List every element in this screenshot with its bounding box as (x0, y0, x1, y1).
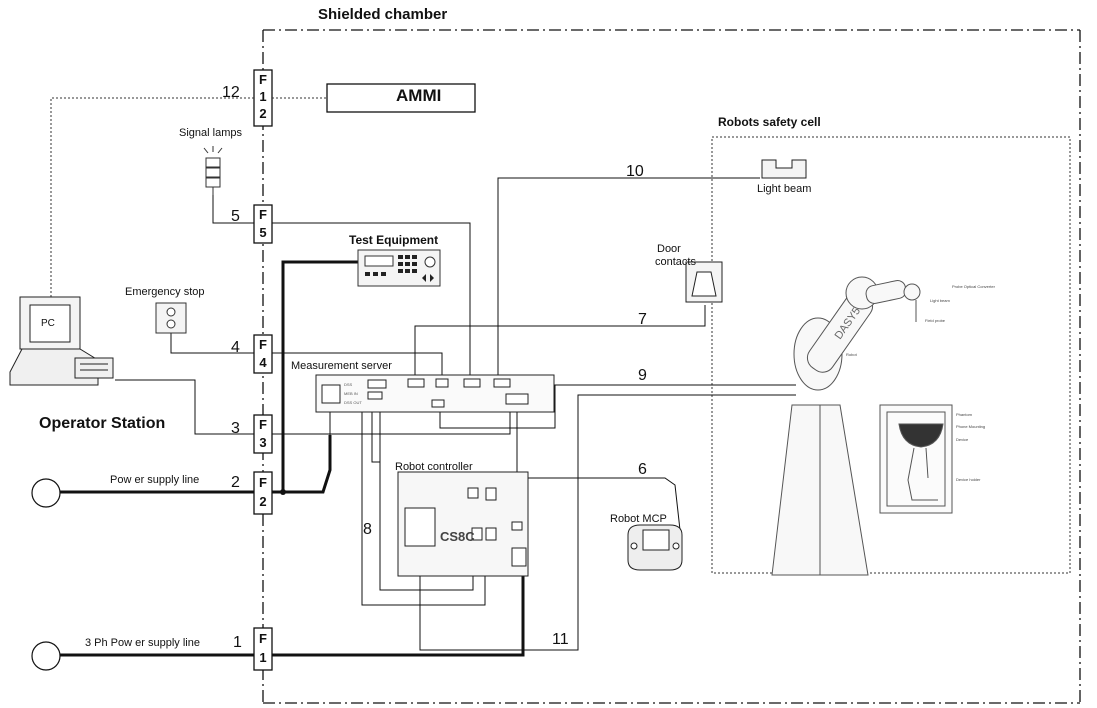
connection-number-10: 10 (626, 163, 644, 180)
connection-number-5: 5 (231, 208, 240, 225)
pc-label: PC (41, 318, 55, 329)
svg-text:DSS OUT: DSS OUT (344, 400, 362, 405)
connection-number-7: 7 (638, 311, 647, 328)
robot-arm-illustration (771, 276, 921, 576)
filter-f2-letter: F (259, 475, 267, 490)
svg-text:Device: Device (956, 437, 969, 442)
filter-f2-num: 2 (259, 494, 267, 509)
robot-controller-label: Robot controller (395, 461, 473, 473)
filter-f1-letter: F (259, 631, 267, 646)
filter-f4-letter: F (259, 337, 267, 352)
filter-f4-num: 4 (259, 355, 267, 370)
pc-computer (9, 296, 114, 386)
light-beam-icon (761, 159, 807, 179)
connection-number-4: 4 (231, 339, 240, 356)
filter-f5-num: 5 (259, 225, 267, 240)
ammi-box (326, 83, 476, 113)
cs8c-label: CS8C (440, 529, 475, 544)
power-supply-terminal (31, 478, 61, 508)
connection-number-11: 11 (552, 631, 569, 648)
thin-connections (115, 177, 796, 651)
robots-safety-cell-boundary (711, 136, 1071, 574)
robot-mcp-icon (627, 524, 683, 571)
light-beam-label: Light beam (757, 183, 812, 195)
connection-number-9: 9 (638, 367, 647, 384)
measurement-server-label: Measurement server (291, 360, 392, 372)
connection-number-1: 1 (233, 634, 242, 651)
svg-text:Robot: Robot (846, 352, 858, 357)
filter-boxes (253, 69, 273, 671)
signal-lamps-icon (203, 146, 223, 195)
connection-number-8: 8 (363, 521, 372, 538)
robots-safety-cell-label: Robots safety cell (718, 115, 821, 129)
connection-12 (50, 97, 254, 305)
phantom-stand-illustration (879, 404, 953, 514)
svg-text:Device holder: Device holder (956, 477, 981, 482)
svg-text:Light beam: Light beam (930, 298, 950, 303)
door-contacts-label-line2: contacts (655, 256, 696, 268)
filter-f12-num2: 2 (259, 106, 267, 121)
connection-number-6: 6 (638, 461, 647, 478)
three-ph-power-terminal (31, 641, 61, 671)
filter-box-f5 (253, 204, 273, 244)
svg-text:DSS: DSS (344, 382, 353, 387)
filter-f3-num: 3 (259, 435, 267, 450)
measurement-server-box (315, 374, 555, 413)
svg-text:Field probe: Field probe (925, 318, 946, 323)
filter-f12-letter: F (259, 72, 267, 87)
svg-text:MEB IN: MEB IN (344, 391, 358, 396)
svg-text:Probe Optical Converter: Probe Optical Converter (952, 284, 996, 289)
filter-f3-letter: F (259, 417, 267, 432)
robot-mcp-label: Robot MCP (610, 513, 667, 525)
test-equipment-icon (357, 249, 441, 287)
filter-box-f1 (253, 627, 273, 671)
filter-box-f4 (253, 334, 273, 374)
test-equipment-label: Test Equipment (349, 233, 439, 247)
power-supply-line-label: Pow er supply line (110, 474, 200, 486)
signal-lamps-label: Signal lamps (179, 127, 242, 139)
emergency-stop-label: Emergency stop (125, 286, 205, 298)
connection-number-2: 2 (231, 474, 240, 491)
door-contacts-label-line1: Door (657, 243, 681, 255)
robot-controller-box (397, 471, 529, 577)
shielded-chamber-title: Shielded chamber (318, 6, 448, 23)
door-contacts-icon (685, 261, 723, 303)
three-ph-power-supply-line-label: 3 Ph Pow er supply line (85, 637, 200, 649)
emergency-stop-icon (155, 302, 187, 334)
connection-number-12: 12 (222, 84, 240, 101)
svg-text:Phantom: Phantom (956, 412, 973, 417)
connection-number-3: 3 (231, 420, 240, 437)
power-junction (280, 489, 286, 495)
filter-f12-num1: 1 (259, 89, 267, 104)
ammi-label: AMMI (396, 86, 442, 105)
power-lines (60, 260, 525, 657)
operator-station-label: Operator Station (39, 415, 166, 432)
svg-text:Phone Mounting: Phone Mounting (956, 424, 985, 429)
filter-f1-num: 1 (259, 650, 267, 665)
filter-f5-letter: F (259, 207, 267, 222)
